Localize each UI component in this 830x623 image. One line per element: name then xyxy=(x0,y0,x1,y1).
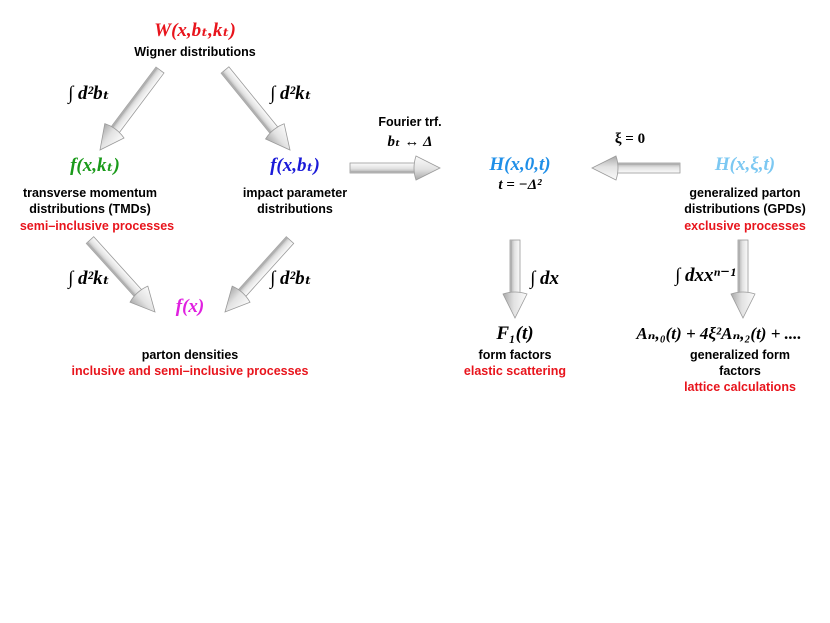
arrow-tmd-to-pdf xyxy=(85,236,156,313)
arrow-ipd-to-pdf xyxy=(224,236,295,313)
h0-formula: H(x,0,t) xyxy=(489,154,551,175)
arrow-wigner-to-ipd-head xyxy=(264,123,291,151)
pdf-label: parton densities xyxy=(141,348,239,362)
tmd-label-line2: distributions (TMDs) xyxy=(29,202,151,216)
gff-formula: Aₙ,₀(t) + 4ξ²Aₙ,₂(t) + .... xyxy=(636,324,802,343)
tmd-label-line1: transverse momentum xyxy=(22,186,158,200)
arrow-gpd-to-gff xyxy=(730,239,756,319)
arrow-h0-to-ff-shade xyxy=(510,240,512,294)
gff-label-line1: generalized form xyxy=(689,348,791,362)
ff-process: elastic scattering xyxy=(463,364,567,378)
arrow-gpd-to-gff-shade xyxy=(738,240,740,294)
integral-d2bt-top: ∫ d²bₜ xyxy=(68,83,110,104)
integral-d2bt-bottom: ∫ d²bₜ xyxy=(270,268,312,289)
arrow-wigner-to-tmd-shade xyxy=(110,67,158,130)
integral-dx-xn: ∫ dxxⁿ⁻¹ xyxy=(675,265,736,286)
gpd-label-line1: generalized parton xyxy=(689,186,801,200)
h0-subformula: t = −Δ² xyxy=(498,177,542,193)
arrow-gpd-to-h0 xyxy=(591,155,681,181)
arrow-h0-to-ff-head xyxy=(502,291,528,319)
xi-zero-label: ξ = 0 xyxy=(614,131,646,147)
integral-d2kt-bottom: ∫ d²kₜ xyxy=(68,268,110,289)
fourier-title: Fourier trf. xyxy=(378,115,442,129)
gff-process: lattice calculations xyxy=(684,380,796,394)
arrow-wigner-to-tmd xyxy=(99,66,165,151)
wigner-label: Wigner distributions xyxy=(134,45,256,59)
gpd-formula: H(x,ξ,t) xyxy=(714,154,776,175)
arrow-fourier xyxy=(349,155,441,181)
arrow-gpd-to-h0-shade xyxy=(616,163,680,165)
arrow-h0-to-ff xyxy=(502,239,528,319)
arrow-ipd-to-pdf-shade xyxy=(237,236,288,293)
ipd-label-line1: impact parameter xyxy=(242,186,348,200)
integral-dx: ∫ dx xyxy=(530,268,559,289)
pdf-process: inclusive and semi–inclusive processes xyxy=(71,364,309,378)
gpd-process: exclusive processes xyxy=(684,219,806,233)
ff-formula: F₁(t) xyxy=(496,323,534,344)
gff-label-line2: factors xyxy=(719,364,761,378)
arrow-wigner-to-ipd-shade xyxy=(221,71,273,135)
tmd-process: semi–inclusive processes xyxy=(19,219,175,233)
ff-label: form factors xyxy=(478,348,552,362)
integral-d2kt-top: ∫ d²kₜ xyxy=(270,83,312,104)
arrow-tmd-to-pdf-shade xyxy=(86,242,137,298)
arrow-wigner-to-ipd xyxy=(220,66,291,151)
arrow-fourier-shade xyxy=(350,171,416,173)
gpd-label-line2: distributions (GPDs) xyxy=(684,202,806,216)
pdf-formula: f(x) xyxy=(175,296,205,317)
arrow-fourier-head xyxy=(413,155,441,181)
arrow-wigner-to-tmd-head xyxy=(99,123,125,151)
tmd-formula: f(x,kₜ) xyxy=(70,155,120,176)
ipd-label-line2: distributions xyxy=(257,202,333,216)
ipd-formula: f(x,bₜ) xyxy=(270,155,320,176)
fourier-formula: bₜ ↔ Δ xyxy=(387,134,433,150)
arrow-gpd-to-h0-head xyxy=(591,155,619,181)
arrow-ipd-to-pdf-head xyxy=(224,285,251,313)
arrow-gpd-to-gff-head xyxy=(730,291,756,319)
wigner-formula: W(x,bₜ,kₜ) xyxy=(154,20,236,41)
arrow-tmd-to-pdf-head xyxy=(129,285,156,313)
